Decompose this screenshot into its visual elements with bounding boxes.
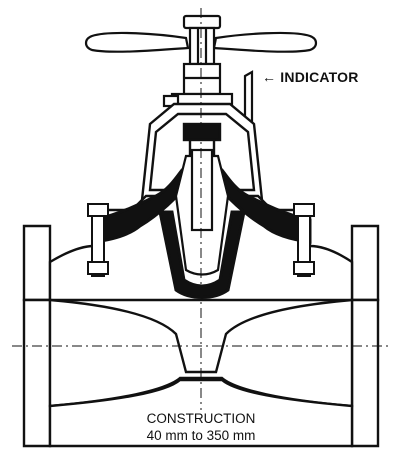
center-lines <box>12 8 392 410</box>
compressor <box>174 148 230 276</box>
size-range-caption: 40 mm to 350 mm <box>147 428 256 443</box>
indicator-label: ← INDICATOR <box>262 69 359 85</box>
construction-caption: CONSTRUCTION <box>147 411 256 426</box>
flange-bolts <box>87 203 315 277</box>
diaphragm <box>92 168 312 299</box>
